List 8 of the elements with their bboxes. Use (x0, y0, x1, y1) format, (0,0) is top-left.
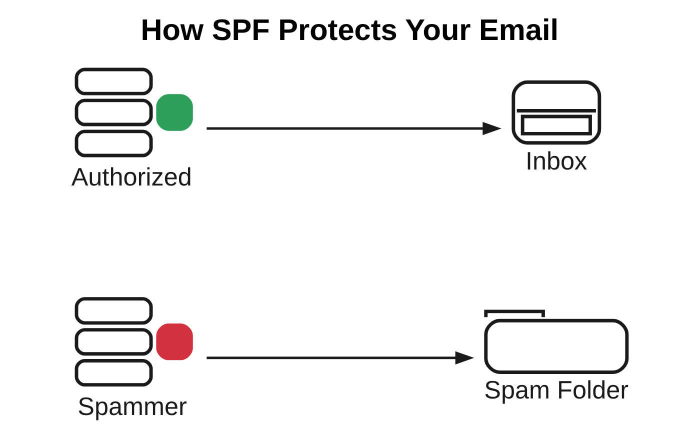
node-label: Inbox (525, 147, 588, 176)
arrow (206, 122, 502, 136)
node-label: Spam Folder (484, 376, 629, 405)
arrow (206, 351, 474, 364)
diagram-title: How SPF Protects Your Email (140, 14, 559, 48)
node-label: Authorized (71, 163, 192, 192)
node-box (512, 80, 602, 145)
node-label: Spammer (78, 392, 187, 421)
